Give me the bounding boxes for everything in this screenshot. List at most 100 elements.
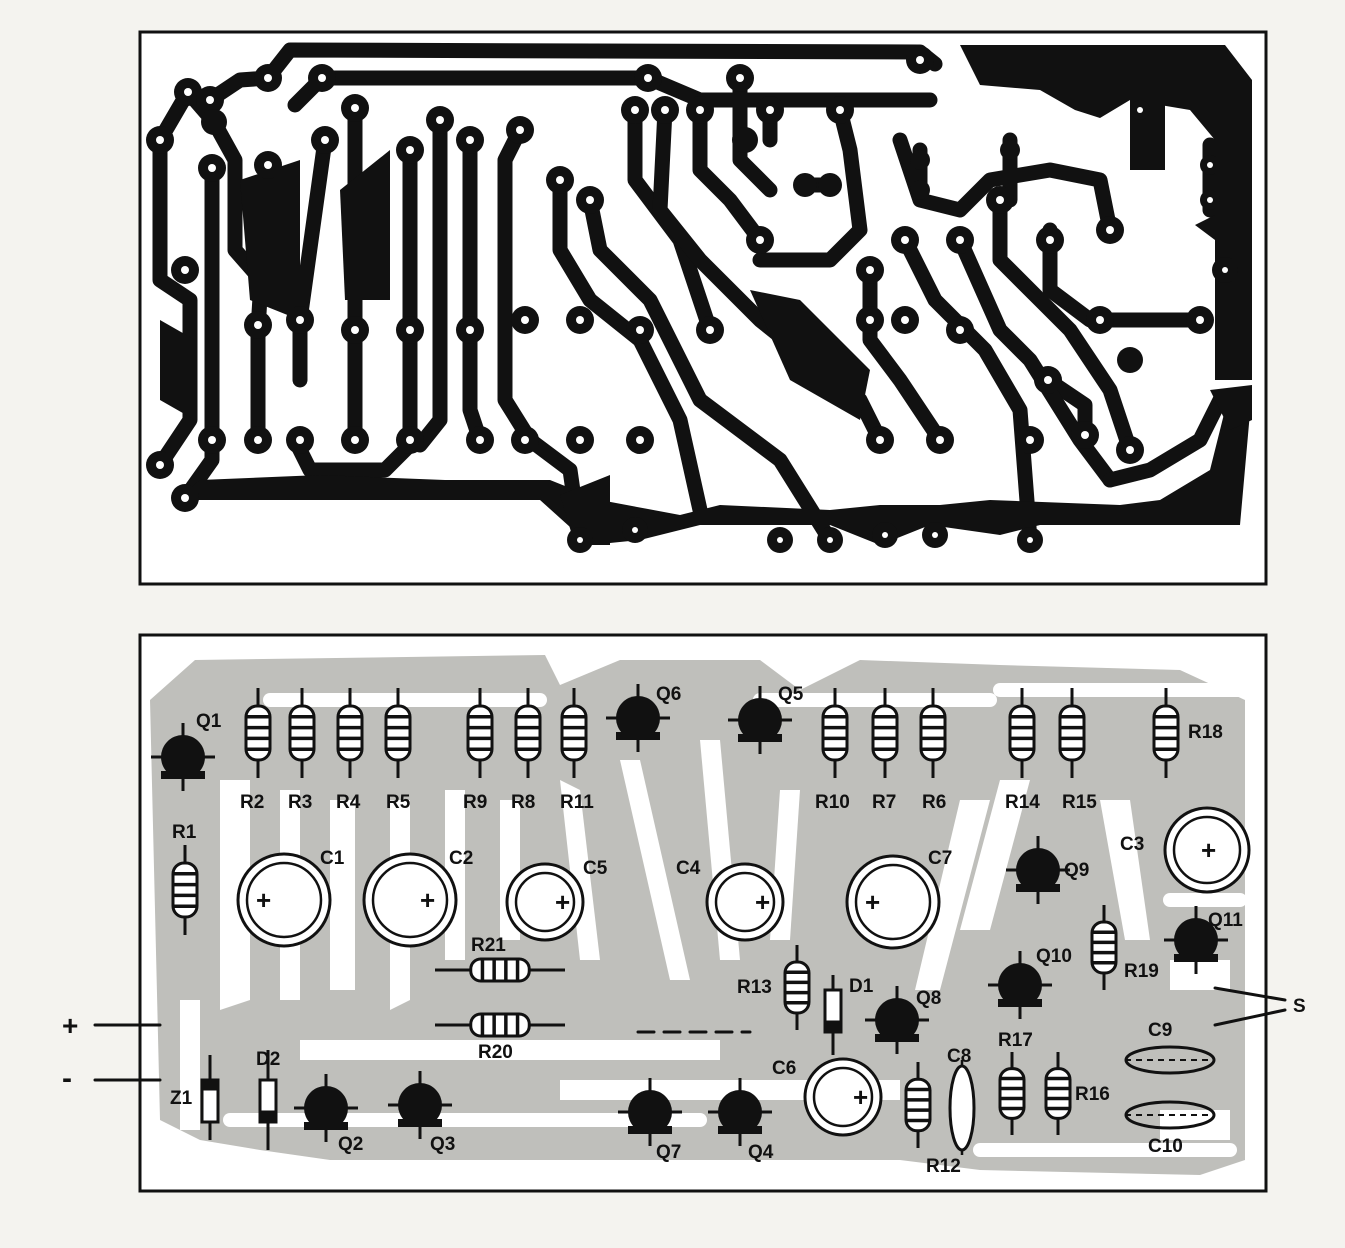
label-r15: R15 — [1062, 792, 1097, 813]
label-d2: D2 — [256, 1049, 280, 1070]
speaker-lead-1 — [1213, 986, 1287, 1002]
label-r11: R11 — [560, 792, 594, 813]
label-r14: R14 — [1005, 792, 1040, 813]
resistor-r18 — [1152, 688, 1180, 778]
resistor-r9 — [466, 688, 494, 778]
label-r10: R10 — [815, 792, 850, 813]
pcb-copper-layout — [138, 30, 1268, 586]
transistor-q10 — [988, 951, 1052, 1019]
resistor-r20 — [435, 1012, 565, 1038]
label-c7: C7 — [928, 848, 952, 869]
resistor-r2 — [244, 688, 272, 778]
label-r1: R1 — [172, 822, 197, 843]
resistor-r10 — [821, 688, 849, 778]
resistor-r7 — [871, 688, 899, 778]
label-r13: R13 — [737, 977, 772, 998]
resistor-r4 — [336, 688, 364, 778]
component-labels: Q1 R2 R3 R4 R5 R9 R8 R11 Q6 Q5 R10 R7 R6… — [62, 684, 1306, 1177]
speaker-lead-2 — [1213, 1008, 1287, 1027]
label-q8: Q8 — [916, 988, 941, 1009]
label-c8: C8 — [947, 1046, 971, 1067]
ghost-trace-gaps — [223, 683, 1247, 1157]
electrolytic-capacitors: + + + + + + + — [236, 806, 1251, 1137]
resistor-r5 — [384, 688, 412, 778]
ceramic-cap-c9 — [1124, 1045, 1216, 1075]
resistor-r19 — [1090, 905, 1118, 990]
capacitor-c7: + — [845, 854, 941, 950]
label-r5: R5 — [386, 792, 411, 813]
solder-pads — [146, 46, 1238, 553]
transistor-q7 — [618, 1078, 682, 1146]
label-c1: C1 — [320, 848, 345, 869]
label-r19: R19 — [1124, 961, 1159, 982]
resistor-r3 — [288, 688, 316, 778]
label-d1: D1 — [849, 976, 874, 997]
capacitor-c5: + — [505, 862, 585, 942]
label-q10: Q10 — [1036, 946, 1072, 967]
label-q4: Q4 — [748, 1142, 774, 1163]
capacitor-c3: + — [1163, 806, 1251, 894]
label-q2: Q2 — [338, 1134, 363, 1155]
label-r4: R4 — [336, 792, 361, 813]
ceramic-cap-c8 — [948, 1060, 976, 1155]
transistor-q11 — [1164, 906, 1228, 974]
label-c10: C10 — [1148, 1136, 1183, 1157]
label-c9: C9 — [1148, 1020, 1172, 1041]
label-c3: C3 — [1120, 834, 1144, 855]
copper-fills — [160, 45, 1252, 545]
transistor-q8 — [865, 986, 929, 1054]
polarity-mark: + — [755, 887, 770, 917]
transistors — [151, 684, 1228, 1146]
resistor-r1 — [171, 845, 199, 935]
capacitor-c6: + — [803, 1057, 883, 1137]
label-c2: C2 — [449, 848, 473, 869]
pcb-component-layout: + + + + + + + — [62, 633, 1306, 1193]
label-r18: R18 — [1188, 722, 1223, 743]
capacitor-c2: + — [362, 852, 458, 948]
label-c5: C5 — [583, 858, 608, 879]
label-r20: R20 — [478, 1042, 513, 1063]
label-z1: Z1 — [170, 1088, 193, 1109]
resistor-r11 — [560, 688, 588, 778]
polarity-mark: + — [555, 887, 570, 917]
label-c4: C4 — [676, 858, 701, 879]
polarity-mark: + — [1201, 835, 1216, 865]
transistor-q5 — [728, 686, 792, 754]
label-c6: C6 — [772, 1058, 796, 1079]
label-r9: R9 — [463, 792, 487, 813]
label-plus: + — [62, 1010, 78, 1041]
resistor-r21 — [435, 957, 565, 983]
label-q5: Q5 — [778, 684, 804, 705]
resistor-r13 — [783, 945, 811, 1030]
external-leads — [93, 986, 1287, 1082]
resistor-r16 — [1044, 1052, 1072, 1135]
polarity-mark: + — [256, 885, 271, 915]
diode-d1 — [823, 975, 843, 1055]
zener-z1 — [200, 1055, 220, 1140]
capacitor-c1: + — [236, 852, 332, 948]
label-q7: Q7 — [656, 1142, 681, 1163]
ceramic-cap-c10 — [1124, 1100, 1216, 1130]
label-q1: Q1 — [196, 711, 222, 732]
diode-d2 — [258, 1050, 278, 1150]
polarity-mark: + — [853, 1082, 868, 1112]
resistor-r15 — [1058, 688, 1086, 778]
label-r6: R6 — [922, 792, 946, 813]
label-r12: R12 — [926, 1156, 961, 1177]
resistor-r12 — [904, 1062, 932, 1148]
polarity-mark: + — [420, 885, 435, 915]
transistor-q2 — [294, 1074, 358, 1142]
label-q9: Q9 — [1064, 860, 1089, 881]
label-s: S — [1293, 996, 1306, 1017]
resistor-r6 — [919, 688, 947, 778]
label-r3: R3 — [288, 792, 312, 813]
resistor-r14 — [1008, 688, 1036, 778]
label-q6: Q6 — [656, 684, 681, 705]
label-r16: R16 — [1075, 1084, 1110, 1105]
capacitor-c4: + — [705, 862, 785, 942]
polarity-mark: + — [865, 887, 880, 917]
label-q3: Q3 — [430, 1134, 455, 1155]
transistor-q3 — [388, 1071, 452, 1139]
